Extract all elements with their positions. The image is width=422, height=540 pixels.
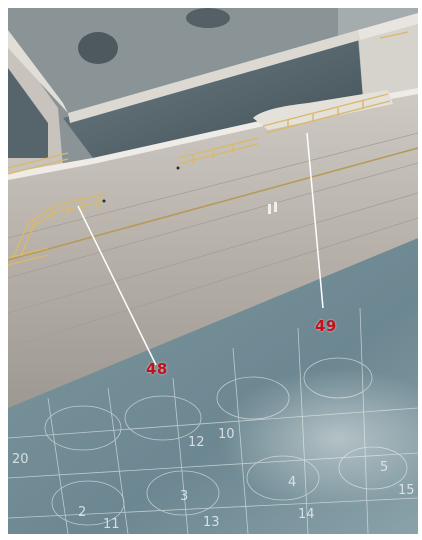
mat-numbers: 2 11 12 3 4 5 13 14 15 10 20 (12, 427, 415, 532)
bow-structure-top (358, 13, 418, 40)
mat-number: 13 (203, 515, 220, 530)
hull-plate-lines (8, 132, 418, 349)
leader-line-49 (306, 132, 324, 309)
railings (8, 31, 409, 266)
mat-glare (218, 368, 418, 508)
mat-number: 3 (180, 489, 188, 504)
hull-brass-stripe (8, 147, 418, 261)
mat-number: 14 (298, 507, 315, 522)
background-blob (186, 8, 230, 28)
background-blob (78, 32, 118, 64)
deck-interior (63, 38, 363, 158)
mat-number: 20 (12, 452, 29, 467)
left-bulkhead-inner (8, 68, 48, 158)
mat-number: 12 (188, 435, 205, 450)
hull-side (8, 88, 418, 408)
mat-number: 10 (218, 427, 235, 442)
model-photo: 2 11 12 3 4 5 13 14 15 10 20 (8, 8, 418, 534)
left-bulkhead-top (8, 30, 68, 113)
mat-number: 15 (398, 483, 415, 498)
callout-49: 49 (315, 317, 337, 335)
callout-48: 48 (146, 360, 168, 378)
mat-number: 2 (78, 505, 86, 520)
photo-frame: 2 11 12 3 4 5 13 14 15 10 20 (8, 8, 418, 534)
mat-number: 11 (103, 517, 120, 532)
mat-number: 5 (380, 460, 388, 475)
hull-fitting (274, 202, 277, 212)
inner-wall (68, 30, 360, 123)
hull-fitting (268, 204, 271, 214)
mat-number: 4 (288, 475, 296, 490)
hull-porthole (176, 166, 180, 170)
bow-structure (358, 18, 418, 100)
leader-line-48 (77, 205, 157, 366)
hull-porthole (102, 199, 106, 203)
